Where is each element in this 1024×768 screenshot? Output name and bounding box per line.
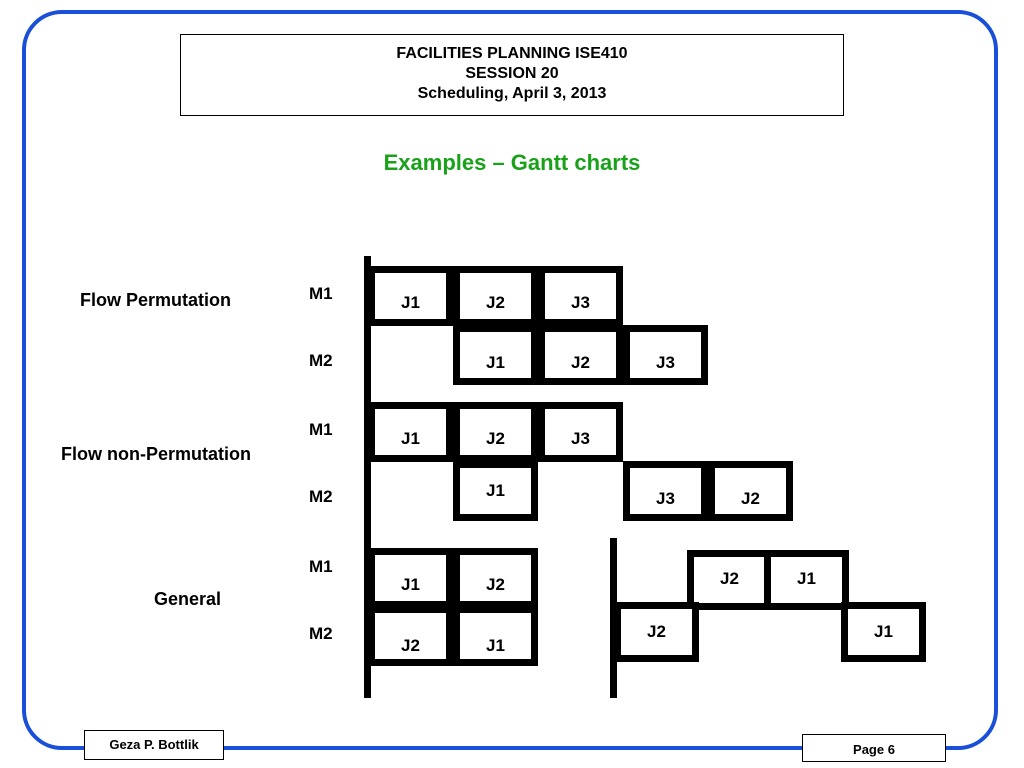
machine-label-m1: M1 [309,557,333,576]
session-date: Scheduling, April 3, 2013 [417,85,607,102]
job-bar: J1 [841,602,926,662]
group-label-flow-permutation: Flow Permutation [80,290,232,310]
job-label: J1 [874,622,893,641]
machine-label-m2: M2 [309,351,333,370]
group-label-flow-non-permutation: Flow non-Permutation [61,444,251,464]
slide-frame [22,10,998,750]
job-bar: J2 [368,606,453,666]
slide-subtitle: Examples – Gantt charts [383,150,641,175]
job-label: J3 [571,429,590,448]
job-label: J2 [741,489,760,508]
job-label: J2 [720,569,739,588]
job-bar: J2 [453,266,538,326]
job-bar: J2 [708,461,793,521]
job-label: J1 [486,636,505,655]
job-label: J2 [401,636,420,655]
job-label: J2 [486,575,505,594]
job-bar: J3 [538,402,623,462]
course-title: FACILITIES PLANNING ISE410 [396,45,628,62]
job-label: J1 [401,429,420,448]
job-bar: J2 [453,402,538,462]
job-bar: J2 [687,550,772,610]
job-label: J3 [656,353,675,372]
machine-label-m1: M1 [309,420,333,439]
job-label: J3 [571,293,590,312]
job-label: J1 [401,575,420,594]
job-bar: J1 [368,402,453,462]
machine-label-m2: M2 [309,487,333,506]
machine-label-m2: M2 [309,624,333,643]
job-label: J3 [656,489,675,508]
session-title: SESSION 20 [465,65,559,82]
job-label: J2 [486,429,505,448]
job-bar: J3 [623,325,708,385]
job-label: J1 [797,569,816,588]
job-bar: J1 [764,550,849,610]
job-bar: J2 [453,548,538,608]
job-label: J1 [486,481,505,500]
author-box: Geza P. Bottlik [84,730,224,760]
job-bar: J1 [453,325,538,385]
job-label: J1 [486,353,505,372]
slide-header: FACILITIES PLANNING ISE410 SESSION 20 Sc… [180,34,844,116]
job-bar: J1 [453,606,538,666]
time-axis-general-b [610,538,617,698]
job-label: J2 [647,622,666,641]
job-bar: J1 [368,548,453,608]
job-bar: J1 [453,461,538,521]
page-number: Page 6 [802,734,946,762]
group-label-general: General [154,589,222,609]
time-axis [364,256,371,698]
job-bar: J3 [538,266,623,326]
job-bar: J2 [614,602,699,662]
job-bar: J3 [623,461,708,521]
job-label: J1 [401,293,420,312]
job-bar: J2 [538,325,623,385]
job-label: J2 [486,293,505,312]
job-bar: J1 [368,266,453,326]
machine-label-m1: M1 [309,284,333,303]
job-label: J2 [571,353,590,372]
